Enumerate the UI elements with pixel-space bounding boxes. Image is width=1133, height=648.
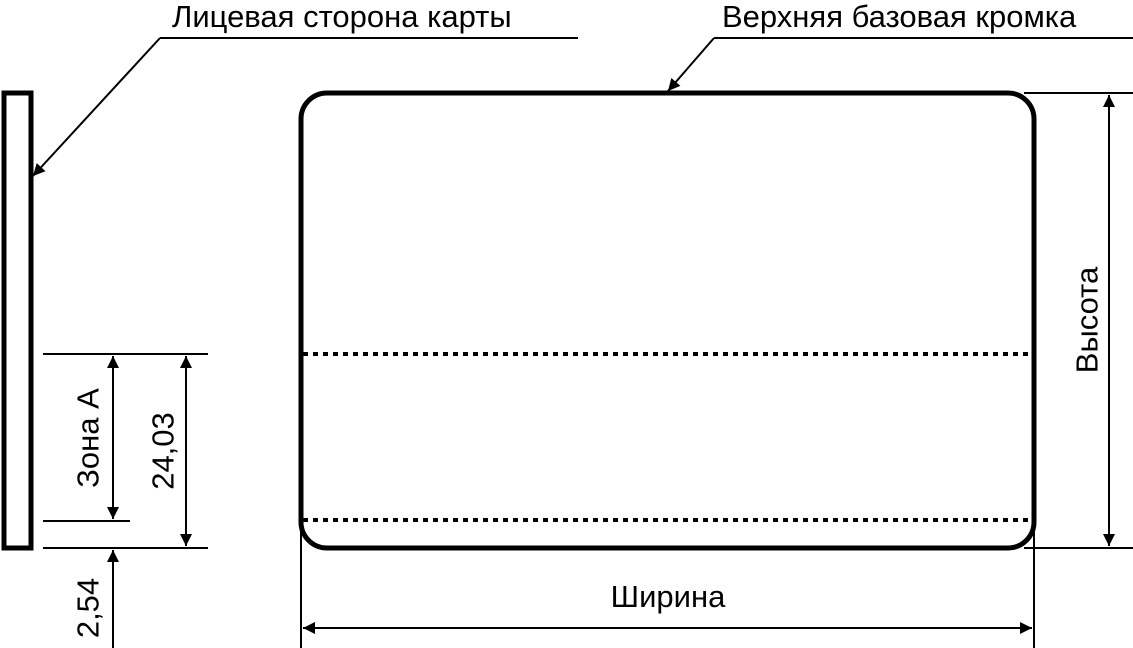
zone-a-label: Зона А <box>71 388 106 488</box>
face-side-leader-arrow <box>32 37 161 177</box>
width-label: Ширина <box>611 579 726 614</box>
top-edge-leader-arrow <box>667 37 715 92</box>
card-front-view <box>298 90 1037 551</box>
height-label: Высота <box>1070 266 1105 373</box>
dim-2-54-label: 2,54 <box>71 578 106 638</box>
face-side-label: Лицевая сторона карты <box>172 0 512 34</box>
dim-24-03-label: 24,03 <box>146 412 181 490</box>
top-edge-label: Верхняя базовая кромка <box>722 0 1077 34</box>
card-side-view <box>1 90 34 551</box>
